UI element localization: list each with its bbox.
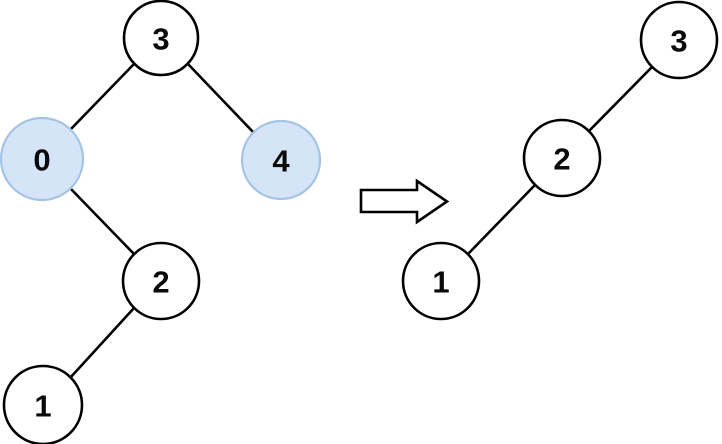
before-node-circle-0[interactable] — [0, 116, 85, 202]
tree-edge-l3-l0 — [68, 62, 136, 132]
before-tree: 3 0 4 2 1 — [0, 0, 322, 444]
after-tree-nodes: 3 2 1 — [401, 0, 719, 321]
before-node-label-4: 4 — [272, 144, 290, 179]
before-node-1[interactable]: 1 — [2, 364, 84, 444]
tree-edge-r2-r1 — [466, 183, 537, 256]
before-node-label-0: 0 — [33, 143, 50, 178]
before-node-circle-1[interactable] — [2, 364, 84, 444]
tree-edge-l3-l4 — [186, 62, 256, 135]
transformation-arrow — [359, 178, 450, 225]
before-node-circle-2[interactable] — [121, 241, 201, 321]
before-node-label-2: 2 — [152, 265, 169, 300]
after-node-label-1: 1 — [432, 265, 449, 300]
after-node-2[interactable]: 2 — [522, 118, 602, 198]
right-arrow-icon — [359, 178, 450, 225]
before-node-label-3: 3 — [152, 22, 169, 57]
before-node-circle-4[interactable] — [240, 119, 322, 201]
before-tree-nodes: 3 0 4 2 1 — [0, 0, 322, 444]
before-node-3[interactable]: 3 — [122, 0, 200, 77]
after-node-circle-2[interactable] — [522, 118, 602, 198]
tree-edge-r3-r2 — [587, 65, 654, 133]
before-tree-edges — [68, 62, 256, 380]
after-tree-edges — [466, 65, 654, 256]
after-node-1[interactable]: 1 — [401, 241, 481, 321]
after-node-3[interactable]: 3 — [639, 0, 719, 80]
tree-edge-l0-l2 — [68, 186, 136, 256]
after-node-circle-1[interactable] — [401, 241, 481, 321]
after-node-circle-3[interactable] — [639, 0, 719, 80]
after-node-label-3: 3 — [670, 24, 687, 59]
before-node-4[interactable]: 4 — [240, 119, 322, 201]
tree-edge-l2-l1 — [68, 306, 136, 380]
before-node-circle-3[interactable] — [122, 0, 200, 77]
before-node-label-1: 1 — [34, 389, 51, 424]
after-tree: 3 2 1 — [401, 0, 719, 321]
before-node-0[interactable]: 0 — [0, 116, 85, 202]
before-node-2[interactable]: 2 — [121, 241, 201, 321]
after-node-label-2: 2 — [553, 142, 570, 177]
